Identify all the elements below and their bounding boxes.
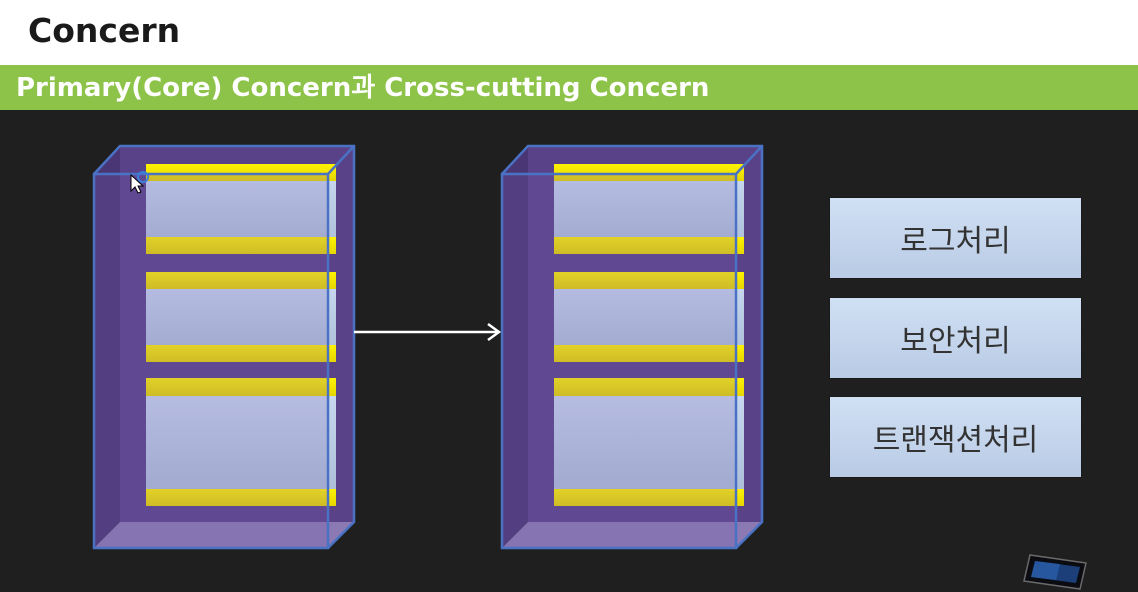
concern-label-security: 보안처리 [900,324,1011,359]
stripe-top [554,164,744,181]
stripe-bottom [146,237,336,254]
module-stack-left [146,164,336,506]
stripe-top [146,378,336,396]
core-concern-box-right [500,144,764,550]
page-title: Concern [28,11,181,50]
module-block [146,378,336,506]
core-concern-box-left [92,144,356,550]
stripe-bottom [146,489,336,506]
stripe-top [146,272,336,289]
subtitle-bar: Primary(Core) Concern과 Cross-cutting Con… [0,65,1138,110]
title-bar: Concern [0,0,1138,65]
stripe-top [146,164,336,181]
stripe-bottom [554,345,744,362]
concern-box-transaction: 트랜잭션처리 [830,397,1081,477]
module-stack-right [554,164,744,506]
concern-label-transaction: 트랜잭션처리 [872,423,1039,458]
stripe-bottom [554,237,744,254]
concern-box-logging: 로그처리 [830,198,1081,278]
slide-subtitle: Primary(Core) Concern과 Cross-cutting Con… [16,73,710,103]
concern-box-security: 보안처리 [830,298,1081,378]
arrow-right-icon [354,322,502,342]
stripe-top [554,378,744,396]
stripe-bottom [146,345,336,362]
monitor-icon [1023,554,1087,590]
stripe-bottom [554,489,744,506]
module-block [554,378,744,506]
stripe-top [554,272,744,289]
concern-label-logging: 로그처리 [900,224,1011,259]
cursor-icon [130,171,149,194]
